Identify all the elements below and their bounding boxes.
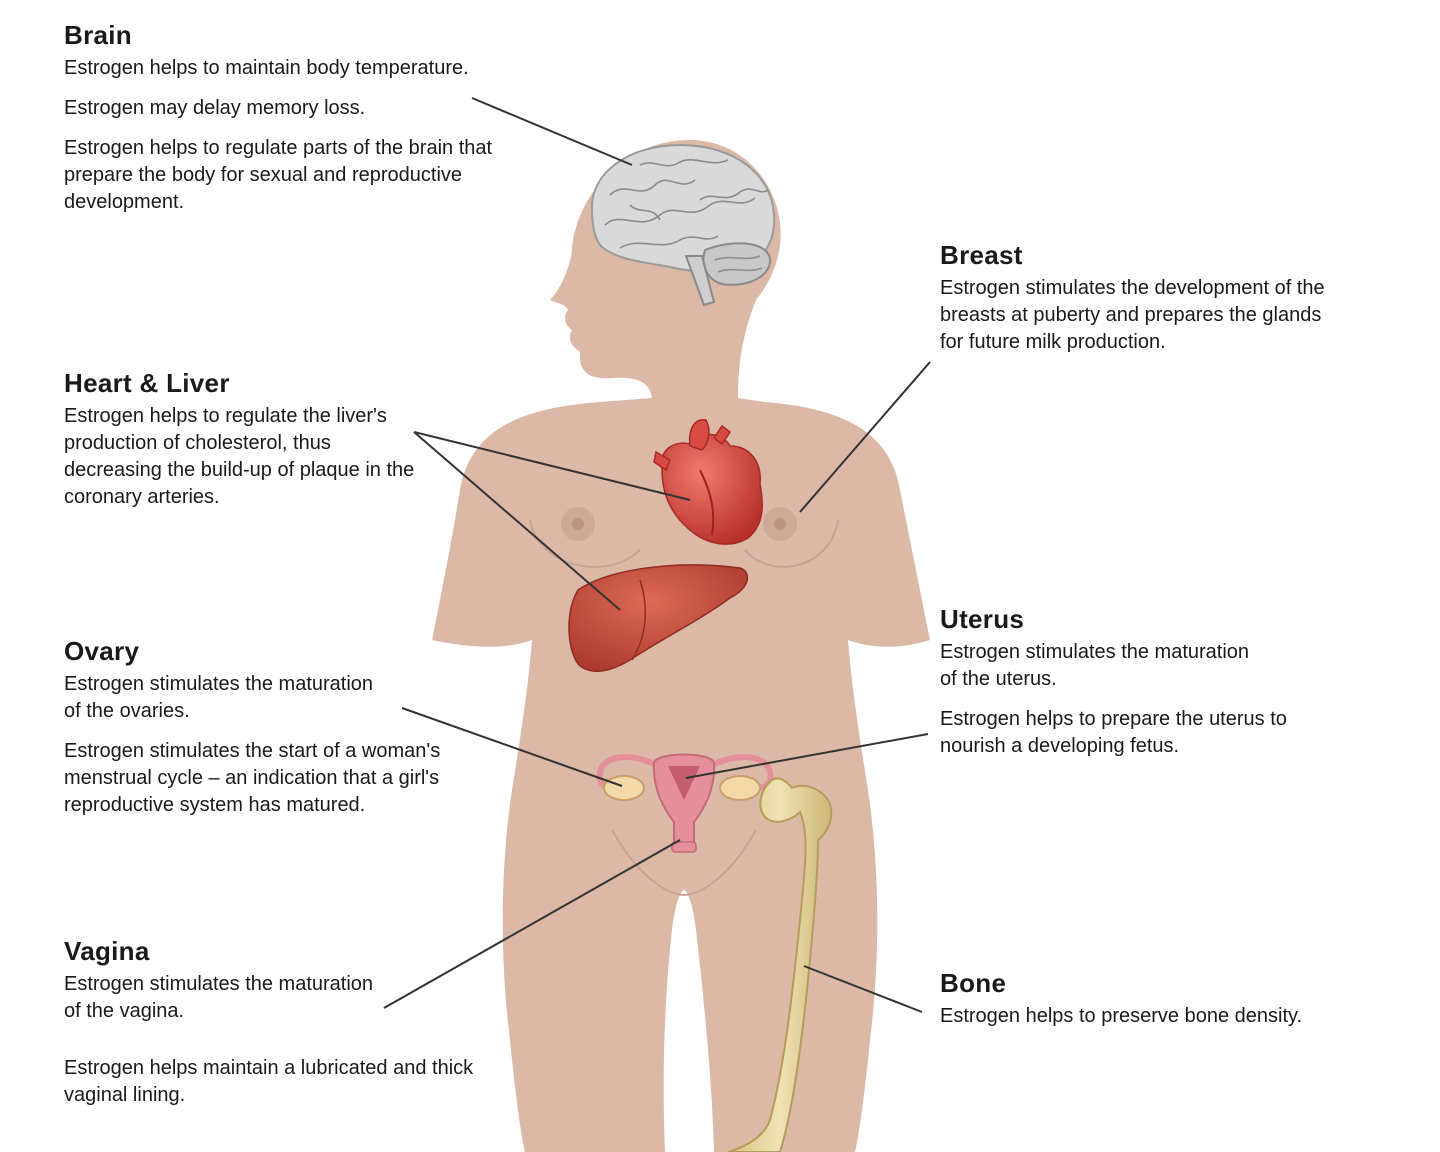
brain-organ (590, 143, 776, 307)
heart-organ (653, 419, 763, 545)
heart-vessel-left (653, 450, 671, 472)
bone-label: Bone Estrogen helps to preserve bone den… (940, 968, 1380, 1030)
right-nipple-center (774, 518, 786, 530)
heart-liver-title: Heart & Liver (64, 368, 230, 398)
brain-label: Brain Estrogen helps to maintain body te… (64, 20, 504, 216)
brain-leader-line (471, 97, 633, 166)
right-ovary (719, 775, 761, 801)
ovary-text-1: Estrogen stimulates the maturation of th… (64, 673, 374, 722)
brain-stem (684, 255, 716, 307)
uterus-leader-line (685, 733, 929, 779)
brain-text-2: Estrogen may delay memory loss. (64, 97, 366, 119)
brain-title: Brain (64, 20, 132, 50)
ovary-leader-line (401, 707, 623, 787)
leader-lines (383, 97, 931, 1013)
ovary-label: Ovary Estrogen stimulates the maturation… (64, 636, 504, 819)
cervix (671, 841, 697, 853)
ovary-title: Ovary (64, 636, 140, 666)
liver-leader-line (413, 431, 621, 611)
uterus-body (652, 753, 716, 847)
heart-groove (699, 469, 715, 536)
vagina-title: Vagina (64, 936, 150, 966)
uterus-title: Uterus (940, 604, 1025, 634)
breast-leader-line (799, 361, 931, 513)
left-nipple-center (572, 518, 584, 530)
bone-leader-line (803, 965, 923, 1013)
breast-contour-right (744, 519, 839, 568)
bone-title: Bone (940, 968, 1007, 998)
breast-text-1: Estrogen stimulates the development of t… (940, 277, 1325, 353)
breast-label: Breast Estrogen stimulates the developme… (940, 240, 1380, 356)
groin-line (611, 829, 757, 897)
brain-text-3: Estrogen helps to regulate parts of the … (64, 137, 493, 213)
femur-bone (727, 777, 833, 1152)
heart-liver-text-1: Estrogen helps to regulate the liver's p… (64, 405, 415, 508)
left-ovary (603, 775, 645, 801)
bone-text-1: Estrogen helps to preserve bone density. (940, 1005, 1303, 1027)
ovary-text-2: Estrogen stimulates the start of a woman… (64, 740, 441, 816)
body-silhouette (432, 140, 930, 1152)
liver-lobe-line (631, 579, 646, 661)
vagina-text-1: Estrogen stimulates the maturation of th… (64, 973, 374, 1022)
vagina-label: Vagina Estrogen stimulates the maturatio… (64, 936, 504, 1109)
vagina-leader-line (383, 839, 681, 1009)
uterus-cavity (668, 766, 700, 800)
brain-folds (604, 159, 769, 273)
vagina-text-2: Estrogen helps maintain a lubricated and… (64, 1057, 474, 1106)
uterus-text-2: Estrogen helps to prepare the uterus to … (940, 708, 1287, 757)
heart-liver-label: Heart & Liver Estrogen helps to regulate… (64, 368, 444, 511)
heart-leader-line (413, 431, 691, 501)
brain-text-1: Estrogen helps to maintain body temperat… (64, 57, 469, 79)
heart-vessel-top (712, 424, 732, 446)
right-fallopian-tube (698, 754, 774, 791)
body-outline (432, 140, 930, 1152)
femur-shape (727, 777, 833, 1152)
breast-contour-left (529, 519, 641, 568)
liver-organ (568, 564, 749, 672)
liver-body (568, 564, 749, 672)
uterus-text-1: Estrogen stimulates the maturation of th… (940, 641, 1250, 690)
breast-title: Breast (940, 240, 1023, 270)
reproductive-organs (596, 753, 774, 853)
uterus-label: Uterus Estrogen stimulates the maturatio… (940, 604, 1380, 760)
heart-aorta (688, 419, 710, 451)
